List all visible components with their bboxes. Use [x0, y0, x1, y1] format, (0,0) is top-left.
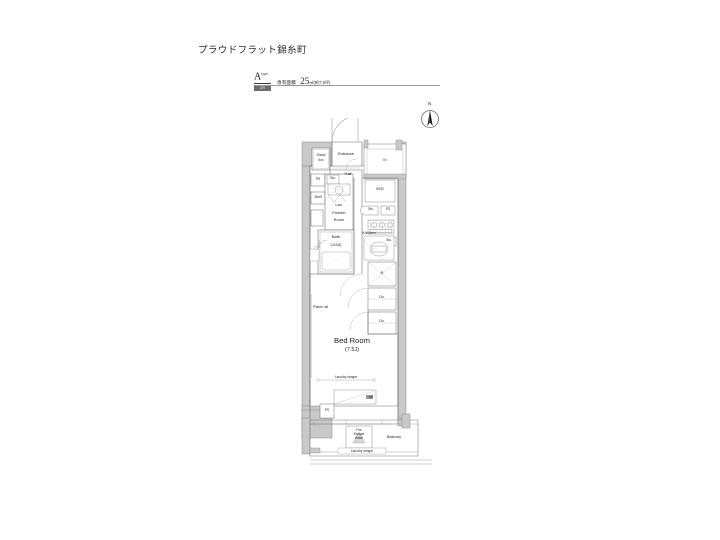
label-bath-line2: (1116): [330, 242, 342, 247]
badge-underline: [254, 82, 271, 84]
label-shelf: Shelf: [314, 195, 322, 199]
area-unit: ㎡: [309, 80, 314, 85]
label-laundry-hanger-room: Laundry hanger: [334, 375, 358, 379]
header-divider: [255, 85, 440, 86]
floor-plan: Entrance Shoes box Hall MB W/D PS Shelf …: [286, 118, 446, 470]
compass-icon: N: [419, 101, 441, 133]
label-ac: AC: [368, 395, 374, 399]
label-sto-kitchen-upper: Sto.: [368, 207, 374, 211]
area-spec: 専有面積 25㎡(約7.5坪): [277, 71, 330, 89]
label-bed-room-line2: (7.5J): [344, 347, 360, 353]
badge-letter: Atype: [254, 71, 269, 83]
label-powder-room-line1: Powder: [332, 210, 346, 215]
label-ps-bottom: PS: [324, 408, 330, 412]
label-bed-room-line1: Bed Room: [334, 336, 370, 345]
label-fire-escape-line3: Hatch: [354, 436, 364, 440]
property-title: プラウドフラット錦糸町: [198, 45, 307, 56]
label-closet-upper: Clo.: [379, 295, 385, 299]
label-lav: Lav.: [335, 202, 343, 207]
area-note: (約7.5坪): [313, 80, 331, 85]
label-shoes-box-line1: Shoes: [316, 153, 326, 157]
label-laundry-hanger-balcony: Laundry hanger: [350, 449, 374, 453]
label-kitchen: Kitchen: [362, 230, 376, 235]
plan-type-badge: Atype 1R: [254, 69, 271, 91]
label-bath-line1: Bath: [331, 234, 341, 239]
label-balcony: Balcony: [386, 434, 402, 439]
compass-north-label: N: [428, 101, 432, 106]
area-label: 専有面積: [277, 80, 296, 85]
label-powder-room-line2: Room: [333, 217, 345, 222]
badge-plan-type: 1R: [254, 84, 271, 91]
label-sto-kitchen-lower: Sto.: [386, 238, 392, 242]
label-hall: Hall: [344, 171, 352, 176]
label-fire-escape-line2: Escape: [353, 432, 365, 436]
label-wd: W/D: [376, 186, 384, 191]
label-entrance: Entrance: [337, 151, 355, 156]
label-fire-escape-line1: Fire: [356, 428, 362, 432]
label-sto-hall: Sto.: [330, 176, 336, 180]
label-mb: MB: [382, 158, 388, 162]
label-closet-lower: Clo.: [379, 319, 385, 323]
area-value: 25: [300, 76, 310, 86]
label-picture-rail: Picture rail: [313, 305, 329, 309]
badge-superscript: type: [261, 72, 269, 76]
label-shoes-box-line2: box: [318, 158, 324, 162]
floor-plan-drawing: [301, 118, 432, 465]
label-ps-mid: PS: [385, 207, 391, 211]
label-ps-top: PS: [315, 177, 321, 181]
label-refrigerator: R: [380, 270, 384, 275]
